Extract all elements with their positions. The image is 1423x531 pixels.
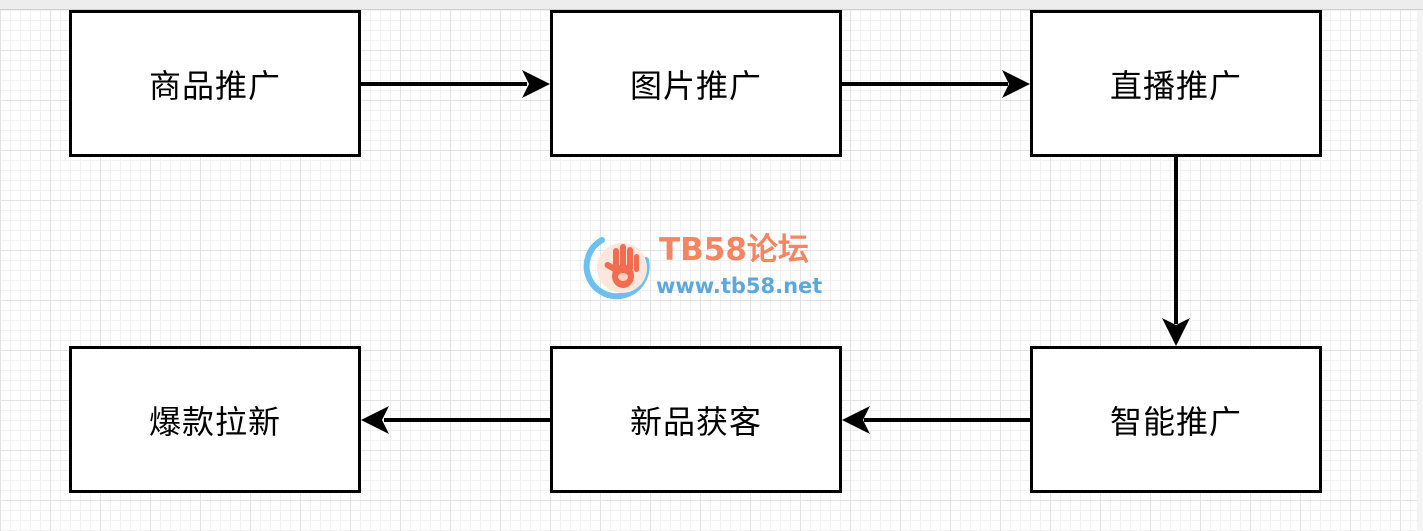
edge-n5-n6[interactable] [361,406,550,434]
edge-n2-n3[interactable] [842,70,1030,98]
node-live-promotion[interactable]: 直播推广 [1030,10,1322,157]
window-top-strip [0,0,1423,10]
hand-icon [583,237,650,300]
node-smart-promotion[interactable]: 智能推广 [1030,346,1322,493]
node-hot-item-acquisition[interactable]: 爆款拉新 [69,346,361,493]
node-image-promotion[interactable]: 图片推广 [550,10,842,157]
node-new-product-acquisition[interactable]: 新品获客 [550,346,842,493]
edge-n3-n4[interactable] [1162,157,1190,346]
arrowhead-icon [522,70,550,98]
watermark: TB58论坛 www.tb58.net [582,230,842,305]
node-product-promotion[interactable]: 商品推广 [69,10,361,157]
arrowhead-icon [1162,318,1190,346]
node-label: 爆款拉新 [148,402,281,441]
arrowhead-icon [842,406,870,434]
watermark-title: TB58论坛 [659,232,809,268]
node-label: 图片推广 [629,66,762,105]
arrowhead-icon [1002,70,1030,98]
watermark-url: www.tb58.net [656,274,823,298]
edge-n1-n2[interactable] [361,70,550,98]
node-label: 智能推广 [1109,402,1242,441]
node-label: 直播推广 [1109,66,1242,105]
edge-n4-n5[interactable] [842,406,1030,434]
node-label: 新品获客 [629,402,762,441]
arrowhead-icon [361,406,389,434]
node-label: 商品推广 [148,66,281,105]
vertical-scrollbar[interactable] [1417,10,1423,531]
